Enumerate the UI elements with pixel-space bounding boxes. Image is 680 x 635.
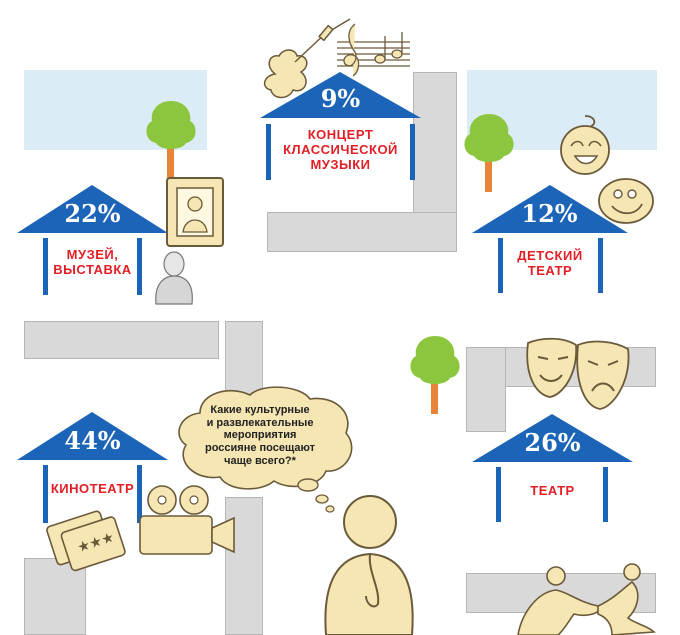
bust-statue-icon bbox=[155, 251, 193, 305]
road-mid-left-horizontal bbox=[24, 321, 219, 359]
theatre-masks-icon bbox=[526, 337, 630, 410]
house-label: ТЕАТР bbox=[505, 483, 600, 499]
thought-bubble-icon bbox=[178, 386, 353, 513]
roof-shape bbox=[17, 412, 168, 460]
percent-value: 26% bbox=[524, 428, 581, 457]
house-cinema: 44% КИНОТЕАТР bbox=[15, 410, 170, 525]
house-concert: 9% КОНЦЕРТ КЛАССИЧЕСКОЙ МУЗЫКИ bbox=[258, 70, 423, 182]
music-note-icon bbox=[337, 23, 410, 77]
label-line: МУЗЫКИ bbox=[310, 156, 371, 172]
picture-frame-icon bbox=[166, 177, 224, 247]
house-pillar-right bbox=[410, 124, 415, 180]
label-line: КИНОТЕАТР bbox=[50, 481, 135, 496]
house-pillar-left bbox=[43, 465, 48, 523]
tickets-icon: ★★★ bbox=[46, 510, 126, 572]
road-right-vertical bbox=[466, 347, 506, 432]
road-top-horizontal bbox=[267, 212, 457, 252]
label-line: ТЕАТР bbox=[527, 262, 573, 278]
house-children-theatre: 12% ДЕТСКИЙ ТЕАТР bbox=[470, 183, 630, 295]
label-line: ВЫСТАВКА bbox=[53, 261, 132, 277]
percent-value: 9% bbox=[320, 84, 361, 113]
tree-icon bbox=[464, 114, 514, 192]
house-museum: 22% МУЗЕЙ, ВЫСТАВКА bbox=[15, 183, 170, 298]
house-label: ДЕТСКИЙ ТЕАТР bbox=[506, 248, 594, 279]
house-pillar-right bbox=[137, 465, 142, 523]
roof-shape bbox=[260, 72, 421, 118]
label-line: КЛАССИЧЕСКОЙ bbox=[283, 141, 398, 157]
house-pillar-left bbox=[43, 238, 48, 295]
house-pillar-right bbox=[603, 467, 608, 522]
question-line: чаще всего?* bbox=[224, 454, 296, 467]
label-line: ТЕАТР bbox=[530, 483, 575, 498]
question-line: россияне посещают bbox=[204, 441, 316, 454]
thinking-person-icon bbox=[324, 495, 414, 635]
tree-icon bbox=[146, 101, 196, 182]
baby-icon bbox=[560, 115, 610, 175]
house-pillar-left bbox=[498, 238, 503, 293]
roof-shape bbox=[472, 185, 628, 233]
percent-value: 12% bbox=[521, 199, 578, 228]
roof-shape bbox=[472, 414, 633, 462]
house-pillar-right bbox=[598, 238, 603, 293]
house-theatre: 26% ТЕАТР bbox=[470, 412, 635, 524]
violin-icon bbox=[263, 18, 410, 99]
question-line: Какие культурные bbox=[210, 404, 310, 416]
label-line: ДЕТСКИЙ bbox=[517, 248, 583, 263]
percent-value: 44% bbox=[64, 426, 121, 455]
tree-icon bbox=[410, 336, 460, 414]
house-label: КИНОТЕАТР bbox=[50, 481, 135, 497]
label-line: КОНЦЕРТ bbox=[307, 127, 374, 142]
house-label: МУЗЕЙ, ВЫСТАВКА bbox=[50, 247, 135, 278]
question-line: мероприятия bbox=[223, 429, 297, 442]
house-pillar-right bbox=[137, 238, 142, 295]
percent-value: 22% bbox=[64, 199, 121, 228]
label-line: МУЗЕЙ, bbox=[66, 247, 119, 262]
house-pillar-left bbox=[496, 467, 501, 522]
question-text: Какие культурные и развлекательные мероп… bbox=[195, 404, 325, 467]
roof-shape bbox=[17, 185, 168, 233]
house-pillar-left bbox=[266, 124, 271, 180]
film-projector-icon bbox=[139, 485, 235, 555]
smiley-icon bbox=[598, 178, 654, 224]
question-line: и развлекательные bbox=[206, 416, 314, 429]
house-label: КОНЦЕРТ КЛАССИЧЕСКОЙ МУЗЫКИ bbox=[273, 127, 408, 173]
dancers-icon bbox=[517, 563, 656, 635]
